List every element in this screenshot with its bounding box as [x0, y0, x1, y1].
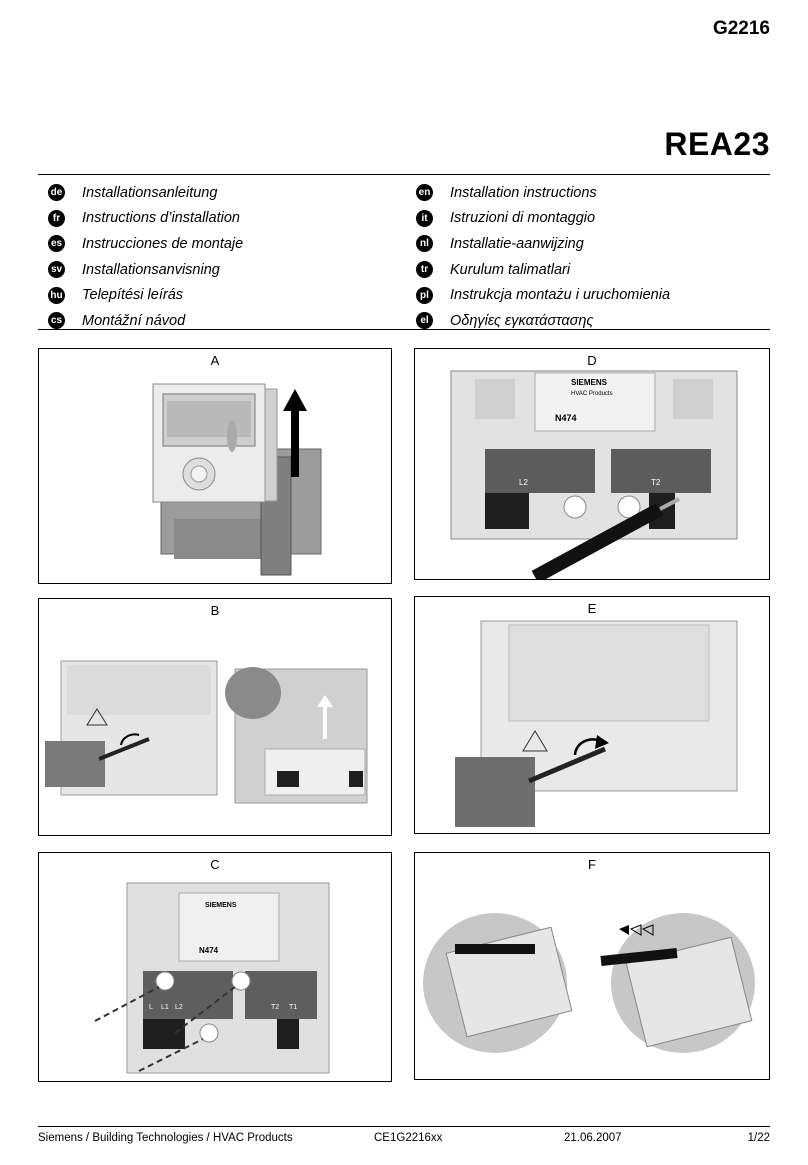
figure-d-illustration: SIEMENS HVAC Products N474 L2 T2 [450, 370, 738, 579]
figure-c-brand: SIEMENS [205, 902, 237, 909]
lang-badge-tr: tr [416, 261, 433, 279]
lang-badge-fr: fr [48, 209, 65, 227]
figure-b: B [38, 598, 392, 836]
language-row-de: de Installationsanleitung [48, 180, 408, 206]
language-row-es: es Instrucciones de montaje [48, 231, 408, 257]
lang-title-de: Installationsanleitung [82, 184, 218, 201]
document-code: G2216 [712, 18, 770, 39]
figure-d-mark: N474 [555, 413, 577, 423]
lang-badge-es: es [48, 235, 65, 253]
lang-badge-cs: cs [48, 312, 65, 330]
lang-badge-it: it [416, 209, 433, 227]
lang-badge-pl: pl [416, 286, 433, 304]
figure-c-terminal-l2: L2 [175, 1004, 183, 1011]
language-row-hu: hu Telepítési leírás [48, 282, 408, 308]
figure-c-terminal-t2: T2 [271, 1004, 279, 1011]
figure-a-label: A [210, 353, 220, 368]
languages-rule [38, 329, 770, 330]
lang-title-nl: Installatie-aanwijzing [450, 235, 584, 252]
footer-doc-number: CE1G2216xx [374, 1132, 443, 1144]
figure-c-terminal-t1: T1 [289, 1004, 297, 1011]
lang-title-en: Installation instructions [450, 184, 597, 201]
figure-c-terminal-l1: L1 [161, 1004, 169, 1011]
figure-b-label: B [210, 603, 220, 618]
language-row-en: en Installation instructions [416, 180, 776, 206]
language-row-sv: sv Installationsanvisning [48, 257, 408, 283]
figure-e-illustration [455, 620, 738, 827]
figure-f-illustration [423, 913, 755, 1053]
figure-c-terminal-l: L [149, 1004, 153, 1011]
figure-c: SIEMENS N474 L L1 L2 T2 T1 C [38, 852, 392, 1082]
figure-d-brand: SIEMENS [571, 378, 608, 387]
footer-page: 1/22 [747, 1132, 770, 1144]
figure-d-division: HVAC Products [571, 391, 613, 397]
footer-date: 21.06.2007 [564, 1132, 622, 1144]
header-rule [38, 174, 770, 175]
figure-c-illustration: SIEMENS N474 L L1 L2 T2 T1 [94, 882, 330, 1074]
language-row-tr: tr Kurulum talimatlari [416, 257, 776, 283]
language-column-right: en Installation instructions it Istruzioni… [416, 180, 776, 334]
lang-title-sv: Installationsanvisning [82, 261, 220, 278]
figure-e-label: E [587, 601, 597, 616]
lang-badge-de: de [48, 184, 65, 202]
figure-a: A [38, 348, 392, 584]
lang-badge-en: en [416, 184, 433, 202]
lang-title-tr: Kurulum talimatlari [450, 261, 571, 278]
language-row-pl: pl Instrukcja montażu i uruchomienia [416, 282, 776, 308]
language-row-fr: fr Instructions d’installation [48, 206, 408, 232]
lang-title-pl: Instrukcja montażu i uruchomienia [450, 287, 671, 304]
lang-title-es: Instrucciones de montaje [82, 235, 244, 252]
lang-badge-nl: nl [416, 235, 433, 253]
figure-d-label: D [587, 353, 597, 368]
language-row-cs: cs Montážní návod [48, 308, 408, 334]
lang-title-it: Istruzioni di montaggio [450, 210, 596, 227]
lang-badge-el: el [416, 312, 433, 330]
lang-title-el: Οδηγίες εγκατάστασης [450, 312, 594, 329]
language-row-el: el Οδηγίες εγκατάστασης [416, 308, 776, 334]
figure-c-mark: N474 [199, 946, 219, 955]
figure-d-terminal-l2: L2 [519, 478, 528, 487]
figure-d: SIEMENS HVAC Products N474 L2 T2 D [414, 348, 770, 580]
footer-company: Siemens / Building Technologies / HVAC P… [38, 1132, 293, 1144]
language-row-it: it Istruzioni di montaggio [416, 206, 776, 232]
lang-title-fr: Instructions d’installation [82, 210, 240, 227]
figure-e: E [414, 596, 770, 834]
lang-title-cs: Montážní návod [82, 312, 186, 329]
figure-f-label: F [588, 857, 596, 872]
figure-b-illustration [45, 660, 368, 804]
lang-badge-sv: sv [48, 261, 65, 279]
lang-badge-hu: hu [48, 286, 65, 304]
product-title: REA23 [664, 126, 770, 162]
figure-a-illustration [152, 383, 322, 576]
footer-rule [38, 1126, 770, 1127]
language-column-left: de Installationsanleitung fr Instructions … [48, 180, 408, 334]
lang-title-hu: Telepítési leírás [82, 287, 184, 304]
figure-d-terminal-t2: T2 [651, 478, 661, 487]
language-row-nl: nl Installatie-aanwijzing [416, 231, 776, 257]
figure-c-label: C [210, 857, 220, 872]
figure-f: F [414, 852, 770, 1080]
